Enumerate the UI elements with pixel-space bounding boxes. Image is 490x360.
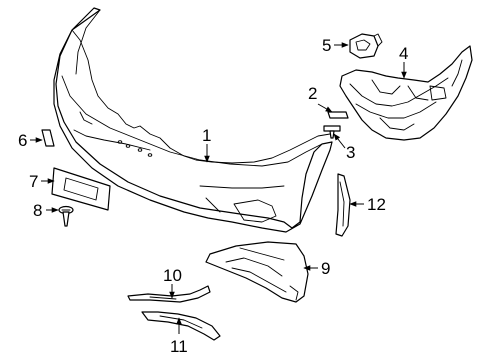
side-reflector-strip	[335, 173, 351, 237]
molding-strip-lower	[141, 311, 221, 341]
support-bracket	[339, 45, 473, 141]
leader-3	[333, 133, 346, 149]
push-fastener	[323, 125, 341, 139]
callout-1: 1	[202, 126, 211, 145]
bracket-clip	[41, 129, 55, 147]
lower-grille-trim	[205, 241, 309, 303]
rail-clip	[327, 111, 349, 119]
molding-strip-upper	[127, 285, 211, 303]
bumper-cover	[53, 7, 333, 233]
callout-6: 6	[18, 131, 27, 150]
screw	[58, 205, 74, 227]
license-plate-bracket	[51, 167, 111, 211]
callout-9: 9	[321, 259, 330, 278]
callout-12: 12	[367, 195, 386, 214]
callout-2: 2	[308, 84, 317, 103]
leader-2	[317, 103, 333, 113]
callout-5: 5	[322, 36, 331, 55]
leader-lines	[30, 42, 407, 334]
callout-labels: 1 2 3 4 5 6 7 8 9 10 11 12	[18, 36, 408, 356]
callout-4: 4	[399, 44, 408, 63]
callout-10: 10	[163, 266, 182, 285]
callout-7: 7	[29, 172, 38, 191]
callout-3: 3	[346, 143, 355, 162]
callout-11: 11	[170, 337, 188, 356]
clip-block	[349, 33, 383, 59]
callout-8: 8	[33, 201, 42, 220]
